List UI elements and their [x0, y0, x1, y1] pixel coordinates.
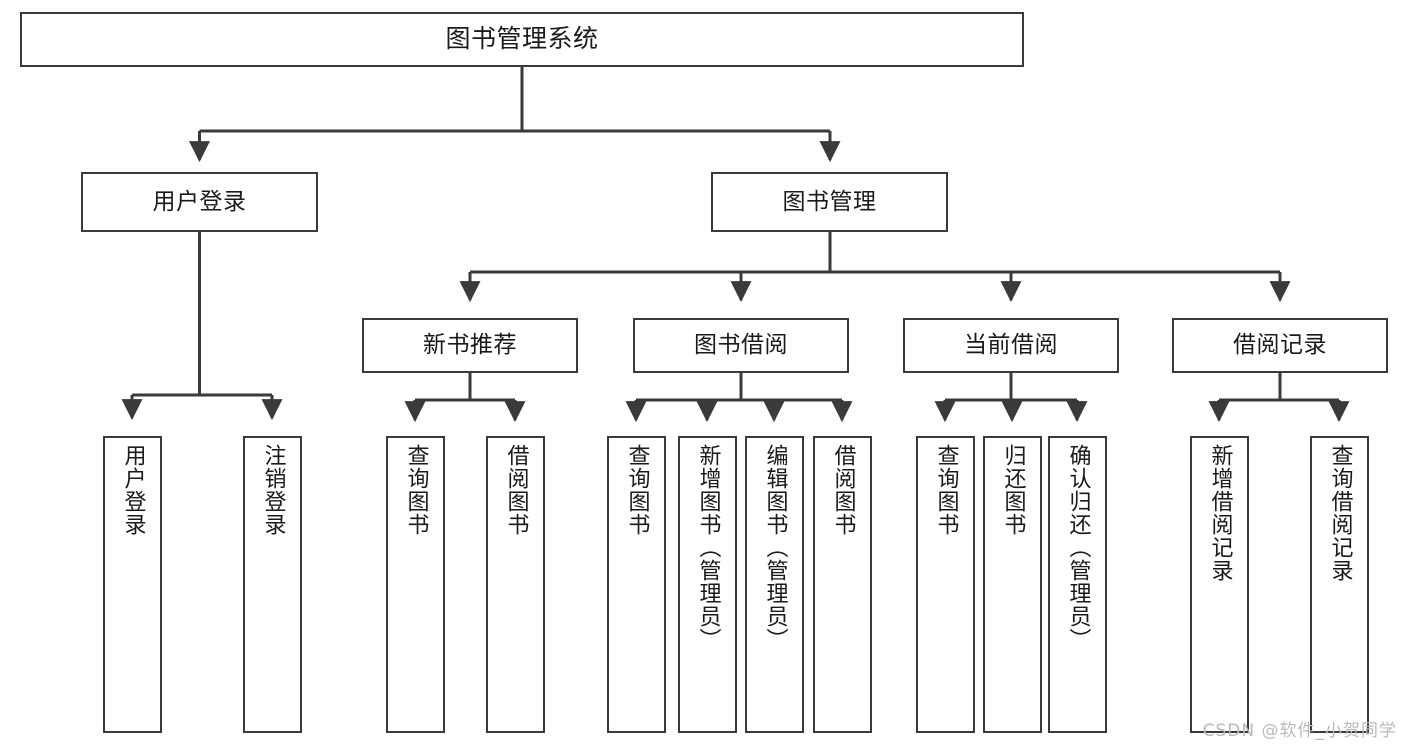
node-user-login-label: 用户登录 [152, 188, 247, 215]
node-book-borrow-label: 图书借阅 [694, 332, 788, 359]
node-book-borrow[interactable]: 图书借阅 [633, 318, 849, 373]
node-current-borrow-label: 当前借阅 [964, 332, 1058, 359]
node-leaf-query-borrow-record[interactable]: 查询借阅记录 [1310, 436, 1369, 733]
node-book-management[interactable]: 图书管理 [711, 172, 948, 232]
watermark-text: CSDN @软件_小贺同学 [1202, 721, 1397, 741]
node-leaf-edit-book-admin-label: 编辑图书（管理员） [762, 444, 788, 651]
node-leaf-user-login[interactable]: 用户登录 [103, 436, 162, 733]
node-borrow-record[interactable]: 借阅记录 [1172, 318, 1388, 373]
node-leaf-borrow-book-label: 借阅图书 [830, 444, 856, 536]
node-leaf-return-book[interactable]: 归还图书 [983, 436, 1042, 733]
node-borrow-record-label: 借阅记录 [1233, 332, 1327, 359]
node-leaf-return-book-label: 归还图书 [1000, 444, 1026, 536]
node-leaf-confirm-return-admin[interactable]: 确认归还（管理员） [1048, 436, 1107, 733]
node-leaf-add-book-admin[interactable]: 新增图书（管理员） [678, 436, 737, 733]
node-root[interactable]: 图书管理系统 [20, 12, 1024, 67]
node-leaf-add-borrow-record[interactable]: 新增借阅记录 [1190, 436, 1249, 733]
node-leaf-query-book-borrow[interactable]: 查询图书 [607, 436, 666, 733]
node-leaf-user-logout-label: 注销登录 [260, 444, 286, 536]
node-leaf-edit-book-admin[interactable]: 编辑图书（管理员） [745, 436, 804, 733]
node-leaf-query-borrow-record-label: 查询借阅记录 [1327, 444, 1353, 582]
node-leaf-borrow-book-recommend-label: 借阅图书 [503, 444, 529, 536]
node-leaf-add-book-admin-label: 新增图书（管理员） [695, 444, 721, 651]
node-root-label: 图书管理系统 [445, 24, 599, 54]
node-leaf-query-book-recommend[interactable]: 查询图书 [386, 436, 445, 733]
node-leaf-query-book-recommend-label: 查询图书 [403, 444, 429, 536]
node-leaf-user-logout[interactable]: 注销登录 [243, 436, 302, 733]
node-leaf-confirm-return-admin-label: 确认归还（管理员） [1065, 444, 1091, 651]
node-leaf-query-book-borrow-label: 查询图书 [624, 444, 650, 536]
node-leaf-user-login-label: 用户登录 [120, 444, 146, 536]
node-current-borrow[interactable]: 当前借阅 [903, 318, 1119, 373]
node-new-book-recommend-label: 新书推荐 [423, 332, 517, 359]
node-leaf-query-book-current-label: 查询图书 [933, 444, 959, 536]
node-new-book-recommend[interactable]: 新书推荐 [362, 318, 578, 373]
node-leaf-query-book-current[interactable]: 查询图书 [916, 436, 975, 733]
node-leaf-add-borrow-record-label: 新增借阅记录 [1207, 444, 1233, 582]
node-leaf-borrow-book-recommend[interactable]: 借阅图书 [486, 436, 545, 733]
node-book-management-label: 图书管理 [782, 188, 877, 215]
node-leaf-borrow-book[interactable]: 借阅图书 [813, 436, 872, 733]
node-user-login[interactable]: 用户登录 [81, 172, 318, 232]
